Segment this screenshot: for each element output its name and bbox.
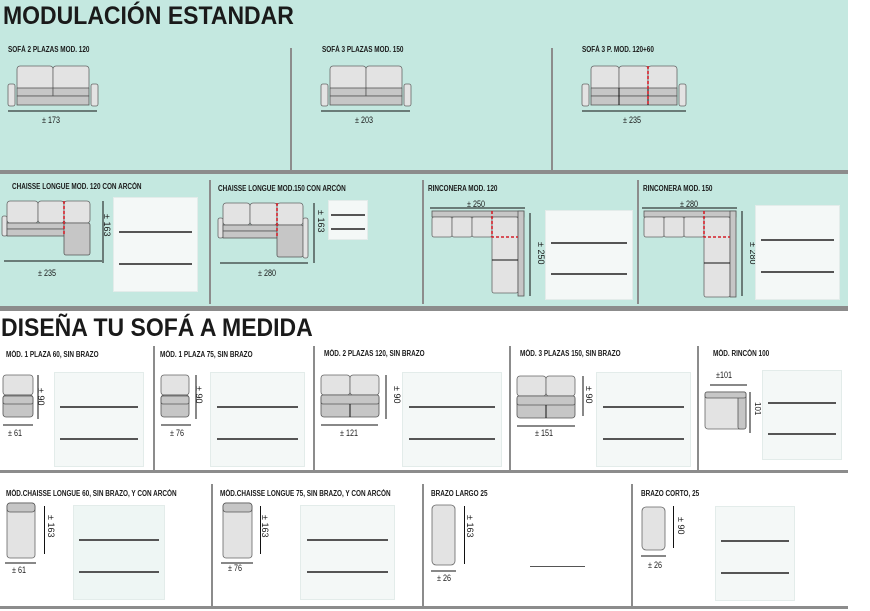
seat-module-diagram [320, 374, 387, 426]
depth-dimension: ± 90 [36, 388, 46, 406]
width-dimension: ± 280 [258, 268, 276, 278]
corner-sofa-diagram [430, 207, 531, 297]
module-label: SOFÁ 2 PLAZAS MOD. 120 [8, 45, 90, 54]
sofa-diagram [581, 65, 687, 112]
product-photo [530, 566, 585, 567]
divider [153, 346, 155, 471]
arm-diagram [431, 504, 456, 572]
width-dimension: ± 235 [623, 115, 641, 125]
corner-module-diagram [704, 384, 751, 433]
module-label: BRAZO LARGO 25 [431, 489, 488, 498]
divider [637, 180, 639, 304]
product-photo [596, 372, 691, 467]
seat-module-diagram [160, 374, 197, 426]
divider [631, 484, 633, 606]
width-dimension: ± 61 [12, 565, 26, 575]
divider [211, 484, 213, 606]
module-label: CHAISSE LONGUE MOD.150 CON ARCÓN [218, 184, 346, 193]
width-dimension: ± 121 [340, 428, 358, 438]
chaise-module-diagram [5, 502, 36, 564]
width-dimension: ± 76 [228, 563, 242, 573]
width-dimension: ± 61 [8, 428, 22, 438]
standard-section-title: MODULACIÓN ESTANDAR [3, 2, 294, 30]
divider [697, 346, 699, 471]
depth-dimension: ± 163 [316, 210, 326, 233]
depth-dimension: ± 163 [260, 515, 270, 538]
divider [422, 484, 424, 606]
divider [422, 180, 424, 304]
width-dimension: ± 173 [42, 115, 60, 125]
module-label: MÓD. 1 PLAZA 75, SIN BRAZO [160, 350, 253, 359]
module-label: MÓD.CHAISSE LONGUE 75, SIN BRAZO, Y CON … [220, 489, 391, 498]
width-dimension: ± 76 [170, 428, 184, 438]
width-dimension: ± 250 [467, 199, 485, 209]
product-photo [300, 505, 395, 600]
module-label: SOFÁ 3 PLAZAS MOD. 150 [322, 45, 404, 54]
width-dimension: ± 235 [38, 268, 56, 278]
product-photo [402, 372, 502, 467]
divider [0, 606, 848, 609]
module-label: MÓD. 1 PLAZA 60, SIN BRAZO [6, 350, 99, 359]
chaise-diagram [217, 202, 315, 264]
module-label: MÓD. 3 PLAZAS 150, SIN BRAZO [520, 349, 621, 358]
product-photo [715, 506, 795, 601]
width-dimension: ± 203 [355, 115, 373, 125]
seat-module-diagram [2, 374, 39, 426]
divider [509, 346, 511, 471]
module-label: MÓD. RINCÓN 100 [713, 349, 770, 358]
width-dimension: ± 151 [535, 428, 553, 438]
depth-dimension: ± 90 [194, 386, 204, 404]
divider [0, 170, 848, 174]
divider [551, 48, 553, 170]
dimension-line [673, 506, 674, 548]
section-divider [0, 306, 848, 311]
module-label: RINCONERA MOD. 120 [428, 184, 498, 193]
width-dimension: ± 26 [648, 560, 662, 570]
sofa-diagram [7, 65, 99, 112]
module-label: CHAISSE LONGUE MOD. 120 CON ARCÓN [12, 182, 142, 191]
chaise-module-diagram [221, 502, 253, 564]
product-photo [210, 372, 305, 467]
product-photo [762, 370, 842, 460]
width-dimension: ± 26 [437, 573, 451, 583]
sofa-diagram [320, 65, 412, 112]
product-photo [73, 505, 165, 600]
depth-dimension: 101 [753, 402, 762, 416]
divider [0, 470, 848, 473]
arm-diagram [641, 506, 666, 557]
width-dimension: ± 280 [680, 199, 698, 209]
corner-sofa-diagram [642, 207, 743, 298]
dimension-line [260, 506, 261, 554]
product-photo [113, 197, 198, 292]
module-label: MÓD.CHAISSE LONGUE 60, SIN BRAZO, Y CON … [6, 489, 177, 498]
seat-module-diagram [516, 375, 584, 427]
dimension-line [464, 506, 465, 564]
custom-section-title: DISEÑA TU SOFÁ A MEDIDA [1, 314, 313, 342]
depth-dimension: ± 163 [46, 515, 56, 538]
module-label: RINCONERA MOD. 150 [643, 184, 713, 193]
divider [313, 346, 315, 471]
chaise-diagram [1, 200, 104, 263]
divider [209, 180, 211, 304]
module-label: BRAZO CORTO, 25 [641, 489, 700, 498]
product-photo [328, 200, 368, 240]
product-photo [545, 210, 633, 300]
depth-dimension: ± 163 [102, 214, 112, 237]
divider [290, 48, 292, 170]
product-photo [755, 205, 840, 300]
width-dimension: ±101 [716, 370, 732, 380]
depth-dimension: ± 90 [392, 386, 402, 404]
dimension-line [44, 506, 45, 554]
depth-dimension: ± 90 [676, 517, 686, 535]
module-label: MÓD. 2 PLAZAS 120, SIN BRAZO [324, 349, 425, 358]
module-label: SOFÁ 3 P. MOD. 120+60 [582, 45, 654, 54]
depth-dimension: ± 163 [465, 515, 475, 538]
depth-dimension: ± 90 [584, 386, 594, 404]
product-photo [54, 372, 144, 467]
